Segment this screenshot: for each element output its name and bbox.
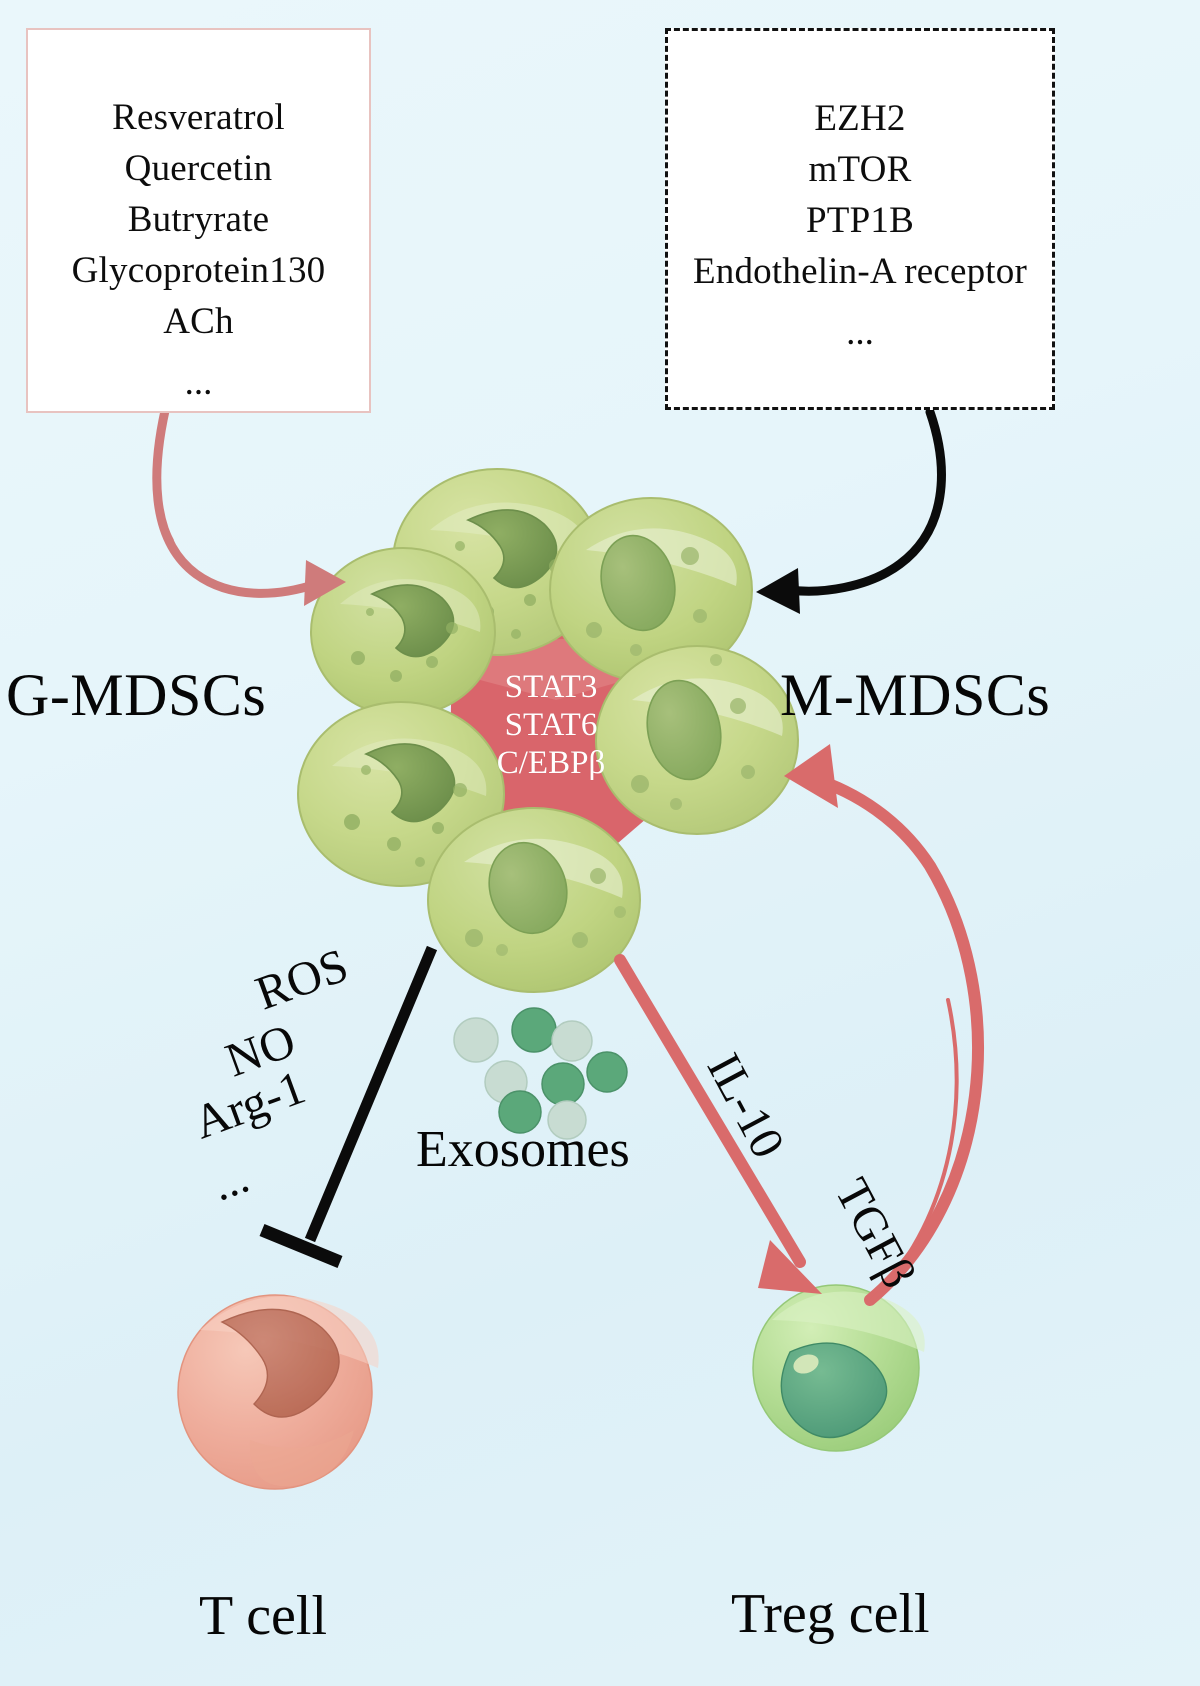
box-left-item-3: Glycoprotein130 [71,250,326,291]
mdsc-cell-top-left [392,468,602,656]
cytokine-il10: IL-10 [696,1045,795,1167]
label-treg-cell: Treg cell [731,1583,930,1645]
box-right-item-2: PTP1B [806,200,914,241]
mdsc-cell-top-right [549,497,753,683]
upstream-inhibitors-box: Resveratrol Quercetin Butryrate Glycopro… [26,28,371,413]
box-left-item-1: Quercetin [124,148,273,189]
arrow-right-activation [756,407,946,614]
transcription-factor-list: STAT3 STAT6 C/EBPβ [481,668,621,782]
mdsc-cell-bottom [427,807,641,993]
treg-cell [752,1284,925,1452]
label-exosomes: Exosomes [416,1121,630,1178]
effector-ros: ROS [248,938,355,1021]
box-left-item-2: Butryrate [127,199,270,240]
t-cell [177,1294,379,1490]
mdsc-cell-right [595,645,799,835]
transcription-factor-2: C/EBPβ [496,745,606,781]
mdsc-cell-left [310,547,496,717]
box-left-ellipsis: ... [184,362,213,403]
transcription-factor-1: STAT6 [504,707,598,743]
effector-ellipsis: ... [205,1150,256,1211]
cytokine-tgfb: TGFβ [824,1170,926,1297]
box-left-item-4: ACh [163,301,234,342]
box-right-ellipsis: ... [846,312,874,353]
box-left-item-0: Resveratrol [112,97,285,138]
arrow-left-activation [152,393,346,606]
transcription-factor-0: STAT3 [504,669,598,705]
label-t-cell: T cell [199,1585,328,1647]
box-right-item-0: EZH2 [814,98,906,139]
box-right-item-1: mTOR [808,149,912,190]
mdsc-cell-lower-left [297,701,505,887]
arrow-il10 [614,954,822,1294]
box-right-item-3: Endothelin-A receptor [692,251,1027,292]
label-m-mdscs: M-MDSCs [780,662,1051,728]
upstream-targets-box: EZH2 mTOR PTP1B Endothelin-A receptor ..… [665,28,1055,410]
label-g-mdscs: G-MDSCs [6,662,267,728]
